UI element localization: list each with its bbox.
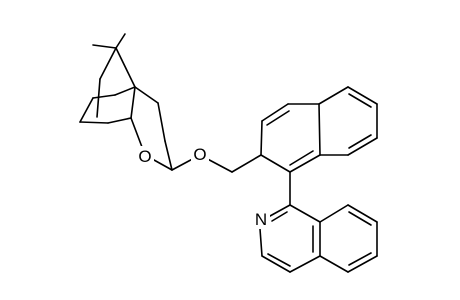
bond-isoq-double-c6-c5 — [348, 252, 372, 266]
bond-isoq-c1-n2 — [269, 204, 291, 217]
bond-isoq-c8a-c8 — [319, 204, 349, 223]
atom-label-nitrogen: N — [255, 210, 267, 229]
bond-gem-methyl-2 — [115, 33, 126, 49]
atom-label-ring-oxygen-group: O — [136, 146, 154, 166]
bond-isoq-n2-c3 — [259, 228, 263, 257]
bond-naph-double-c3-c4 — [266, 110, 290, 126]
bond-isoq-double-c3-c4 — [267, 253, 291, 267]
bond-bridge-right — [115, 47, 136, 88]
bond-isoq-c4-c4a — [289, 255, 321, 273]
bond-cage-upper-left — [92, 94, 116, 99]
bond-isoq-double-c8-c7 — [348, 211, 372, 226]
bond-isoq-c8-c7 — [347, 204, 378, 223]
bond-naph-c8a-c1 — [289, 154, 321, 173]
bond-naph-double-c5-c6 — [348, 93, 372, 108]
bond-naph-c7-c8 — [347, 137, 378, 156]
atom-label-ring-oxygen: O — [138, 147, 151, 166]
bond-naph-c1-c2 — [260, 154, 291, 173]
bond-ring-right-vertical — [157, 102, 166, 142]
atom-label-ether-oxygen-group: O — [191, 144, 209, 164]
bond-naph-c4a-c8a — [318, 103, 321, 156]
bond-isoq-c6-c5 — [347, 255, 378, 273]
bond-naph-c5-c6 — [347, 86, 378, 105]
atom-label-ether-oxygen: O — [193, 145, 206, 164]
bond-cage-lower-left — [79, 121, 109, 124]
bond-naph-c2-c3 — [260, 120, 263, 156]
bond-bridge-left — [99, 47, 117, 80]
bond-gem-methyl-1 — [92, 44, 117, 49]
bond-ch2-to-naphthalene — [231, 154, 262, 173]
bond-cage-top — [114, 86, 136, 96]
bond-cage-left-vertical — [79, 97, 94, 123]
bond-ring-right-upper — [134, 86, 159, 104]
bond-naph-double-c1-c8a — [289, 150, 314, 166]
methylene-linker — [199, 154, 262, 173]
bond-naph-c3-c4 — [261, 103, 289, 122]
bond-naph-double-c7-c8 — [348, 134, 372, 149]
bond-isoq-c3-c4 — [261, 255, 291, 273]
bond-cage-bottom — [107, 117, 132, 124]
isoquinoline-fragment — [259, 204, 378, 273]
naphthalene-fragment — [260, 86, 378, 173]
bond-isoq-c8a-c1 — [289, 204, 321, 223]
bond-isoq-double-c1-n2 — [271, 211, 288, 222]
bond-isoq-c5-c4a — [319, 255, 349, 273]
bond-cage-bridgehead-link — [130, 86, 136, 119]
bond-naph-c4a-c5 — [318, 86, 349, 105]
atom-label-nitrogen-group: N — [252, 209, 270, 229]
bond-anomeric-upper — [164, 140, 173, 171]
